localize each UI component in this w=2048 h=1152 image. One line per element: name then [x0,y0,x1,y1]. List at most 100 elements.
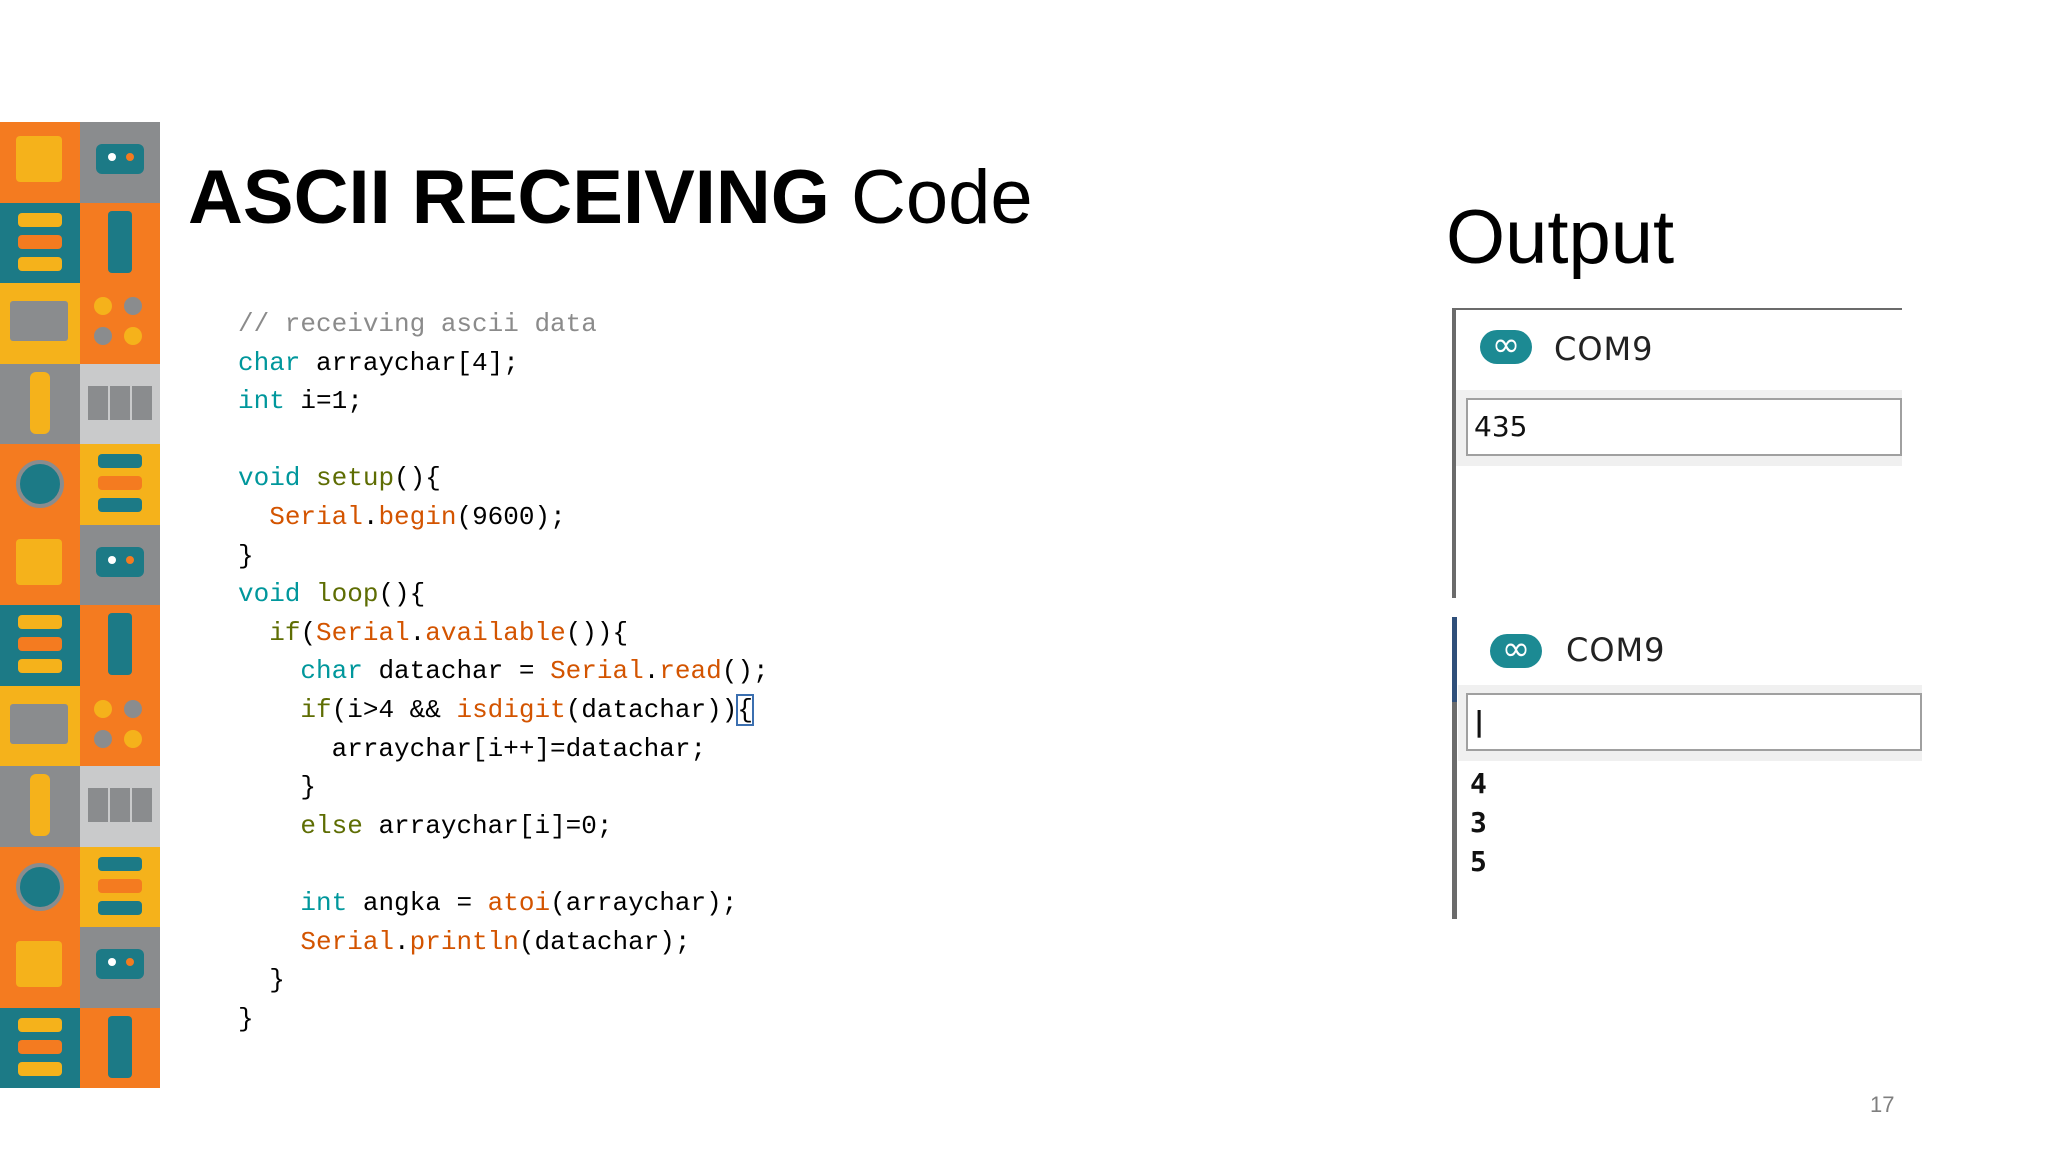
code-line: if(Serial.available()){ [238,614,769,653]
component-tile [0,1007,80,1088]
component-tile [0,444,80,525]
component-tile [0,363,80,444]
component-tile [0,283,80,364]
code-token: begin [378,501,457,532]
component-tile [80,283,160,364]
code-token: . [409,617,426,648]
code-token: void [238,463,301,494]
code-token: (){ [378,579,426,610]
code-token: // receiving ascii data [238,309,597,339]
code-line: } [238,1000,769,1039]
code-token: int [238,386,285,417]
code-line: } [238,961,769,1000]
component-tile [0,122,80,203]
code-token: Serial [300,926,395,957]
code-token: char [238,347,301,378]
code-line: int i=1; [238,382,769,421]
code-token: . [362,501,379,532]
code-line: // receiving ascii data [238,305,769,344]
code-token: void [238,579,301,610]
code-token: { [736,693,754,726]
code-token: arraychar[i]=0; [362,810,613,841]
code-listing: // receiving ascii data char arraychar[4]… [238,305,769,1038]
code-line [238,421,769,460]
code-token: (){ [394,463,441,494]
code-token: (); [721,656,769,687]
component-tile [80,605,160,686]
decorative-component-strip [0,122,160,1101]
slide-title-bold: ASCII RECEIVING [188,155,830,240]
serial-monitor-input: COM9 435 [1452,308,1902,598]
code-token [238,927,300,957]
code-token: ()){ [565,617,629,648]
code-token: int [300,887,348,918]
code-token: (datachar)) [565,694,738,725]
code-line [238,845,769,884]
serial-monitor-title: COM9 [1554,330,1654,368]
code-token: } [238,540,254,571]
component-tile [80,846,160,927]
code-line: void loop(){ [238,575,769,614]
code-token: } [238,772,317,803]
code-token: Serial [316,617,410,648]
component-tile [0,202,80,283]
code-token: isdigit [456,694,566,725]
serial-output-line: 5 [1470,845,1487,878]
code-token: ( [300,617,317,648]
component-tile [80,524,160,605]
code-line: char arraychar[4]; [238,344,769,383]
code-token [238,656,300,686]
output-heading: Output [1446,195,1675,280]
code-token: else [300,810,363,841]
code-token [300,579,316,609]
code-token: (i>4 && [331,694,457,725]
code-token: if [300,694,332,725]
code-token: } [238,1003,254,1034]
code-line: } [238,768,769,807]
code-line: Serial.begin(9600); [238,498,769,537]
page-number: 17 [1870,1092,1895,1117]
component-tile [0,927,80,1008]
serial-output-line: 3 [1470,806,1487,839]
code-line: } [238,537,769,576]
code-line: char datachar = Serial.read(); [238,652,769,691]
code-token: arraychar[i++]=datachar; [238,733,707,764]
component-tile [0,524,80,605]
serial-monitor-header: COM9 [1456,310,1902,388]
code-token: println [409,926,519,957]
component-tile [80,927,160,1008]
code-line: void setup(){ [238,459,769,498]
code-token: if [269,617,301,648]
component-tile [80,122,160,203]
component-tile [0,766,80,847]
serial-monitor-title: COM9 [1566,631,1666,669]
code-token [300,463,316,493]
serial-input-field[interactable]: 435 [1466,398,1902,456]
component-tile [80,444,160,525]
code-token: available [425,617,566,648]
serial-monitor-header: COM9 [1452,617,1922,695]
component-tile [80,766,160,847]
code-token: Serial [550,656,644,687]
window-edge [1452,702,1457,919]
code-line: if(i>4 && isdigit(datachar)){ [238,691,769,730]
code-token [238,618,269,648]
serial-input-bar: 435 [1456,390,1902,466]
slide-title-regular: Code [829,155,1033,240]
serial-output-line: 4 [1470,767,1487,800]
component-tile [0,846,80,927]
code-token [238,695,300,725]
code-line: Serial.println(datachar); [238,923,769,962]
code-token [238,888,300,918]
code-line: arraychar[i++]=datachar; [238,730,769,769]
code-token: . [643,656,660,687]
arduino-logo-icon [1480,325,1532,365]
slide-title: ASCII RECEIVING Code [188,160,1033,236]
component-tile [80,202,160,283]
code-token: Serial [269,501,363,532]
code-token: setup [316,463,395,494]
window-edge [1452,617,1457,702]
serial-input-field[interactable]: | [1466,693,1922,751]
code-token: . [394,926,410,957]
serial-monitor-output: COM9 | 4 3 5 [1452,617,1922,919]
